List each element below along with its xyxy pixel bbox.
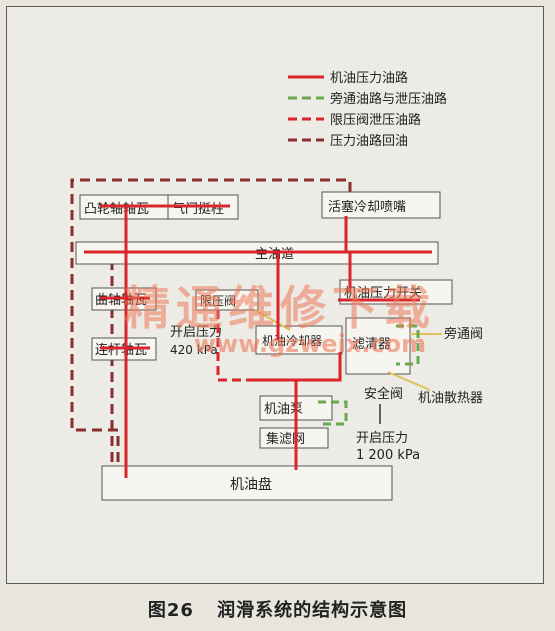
legend-label-bypass: 旁通油路与泄压油路 xyxy=(330,91,447,107)
figure-title: 润滑系统的结构示意图 xyxy=(217,600,408,621)
strainer-box xyxy=(259,427,329,449)
return-loop-path xyxy=(70,178,352,478)
safety-valve-label: 安全阀 xyxy=(364,386,403,402)
figure-caption: 图26 润滑系统的结构示意图 xyxy=(0,596,555,622)
relief-path xyxy=(216,310,250,382)
piston-spray-box xyxy=(321,191,441,219)
relief-valve-label: 限压阀 xyxy=(200,294,236,308)
bypass-valve-label: 旁通阀 xyxy=(444,326,483,342)
pressure-lines xyxy=(84,204,432,478)
oil-pan-label: 机油盘 xyxy=(230,476,272,493)
legend-label-return: 压力油路回油 xyxy=(330,133,408,149)
lubrication-diagram: 机油压力油路 旁通油路与泄压油路 限压阀泄压油路 压力油路回油 凸轮轴轴瓦 气门… xyxy=(70,70,483,501)
lifter-label: 气门挺柱 xyxy=(172,201,224,217)
watermark-url: www.gzweix.com xyxy=(193,330,427,358)
legend: 机油压力油路 旁通油路与泄压油路 限压阀泄压油路 压力油路回油 xyxy=(288,70,447,149)
relief-leader xyxy=(254,309,291,331)
legend-label-relief: 限压阀泄压油路 xyxy=(330,112,421,128)
oil-pressure-switch-label: 机油压力开关 xyxy=(344,286,422,301)
safety-bypass-path xyxy=(318,400,348,426)
bypass-path xyxy=(396,324,420,366)
piston-spray-label: 活塞冷却喷嘴 xyxy=(328,199,406,215)
open-pressure-2-value: 1 200 kPa xyxy=(356,448,420,463)
oil-cooler-box xyxy=(255,325,343,355)
figure-number: 图26 xyxy=(147,600,194,621)
radiator-leader xyxy=(387,371,431,391)
oil-filter-label: 滤清器 xyxy=(352,337,391,352)
oil-pan-box xyxy=(101,465,393,501)
open-pressure-1-label: 开启压力 xyxy=(170,325,222,340)
open-pressure-1-value: 420 kPa xyxy=(170,343,218,357)
conrod-bearing-label: 连杆轴瓦 xyxy=(95,342,147,358)
watermark-text: 精通维修下载 xyxy=(124,281,436,335)
legend-label-pressure: 机油压力油路 xyxy=(330,70,408,86)
main-gallery-label: 主油道 xyxy=(255,247,294,262)
pump-supply-line xyxy=(250,352,342,470)
oil-pump-label: 机油泵 xyxy=(264,402,303,417)
camshaft-label: 凸轮轴轴瓦 xyxy=(84,202,149,217)
strainer-label: 集滤网 xyxy=(266,431,305,447)
relief-lines xyxy=(216,310,250,382)
oil-radiator-label: 机油散热器 xyxy=(418,391,483,406)
bypass-lines xyxy=(318,324,420,426)
relief-valve-box xyxy=(195,289,259,311)
open-pressure-2-label: 开启压力 xyxy=(356,431,408,446)
